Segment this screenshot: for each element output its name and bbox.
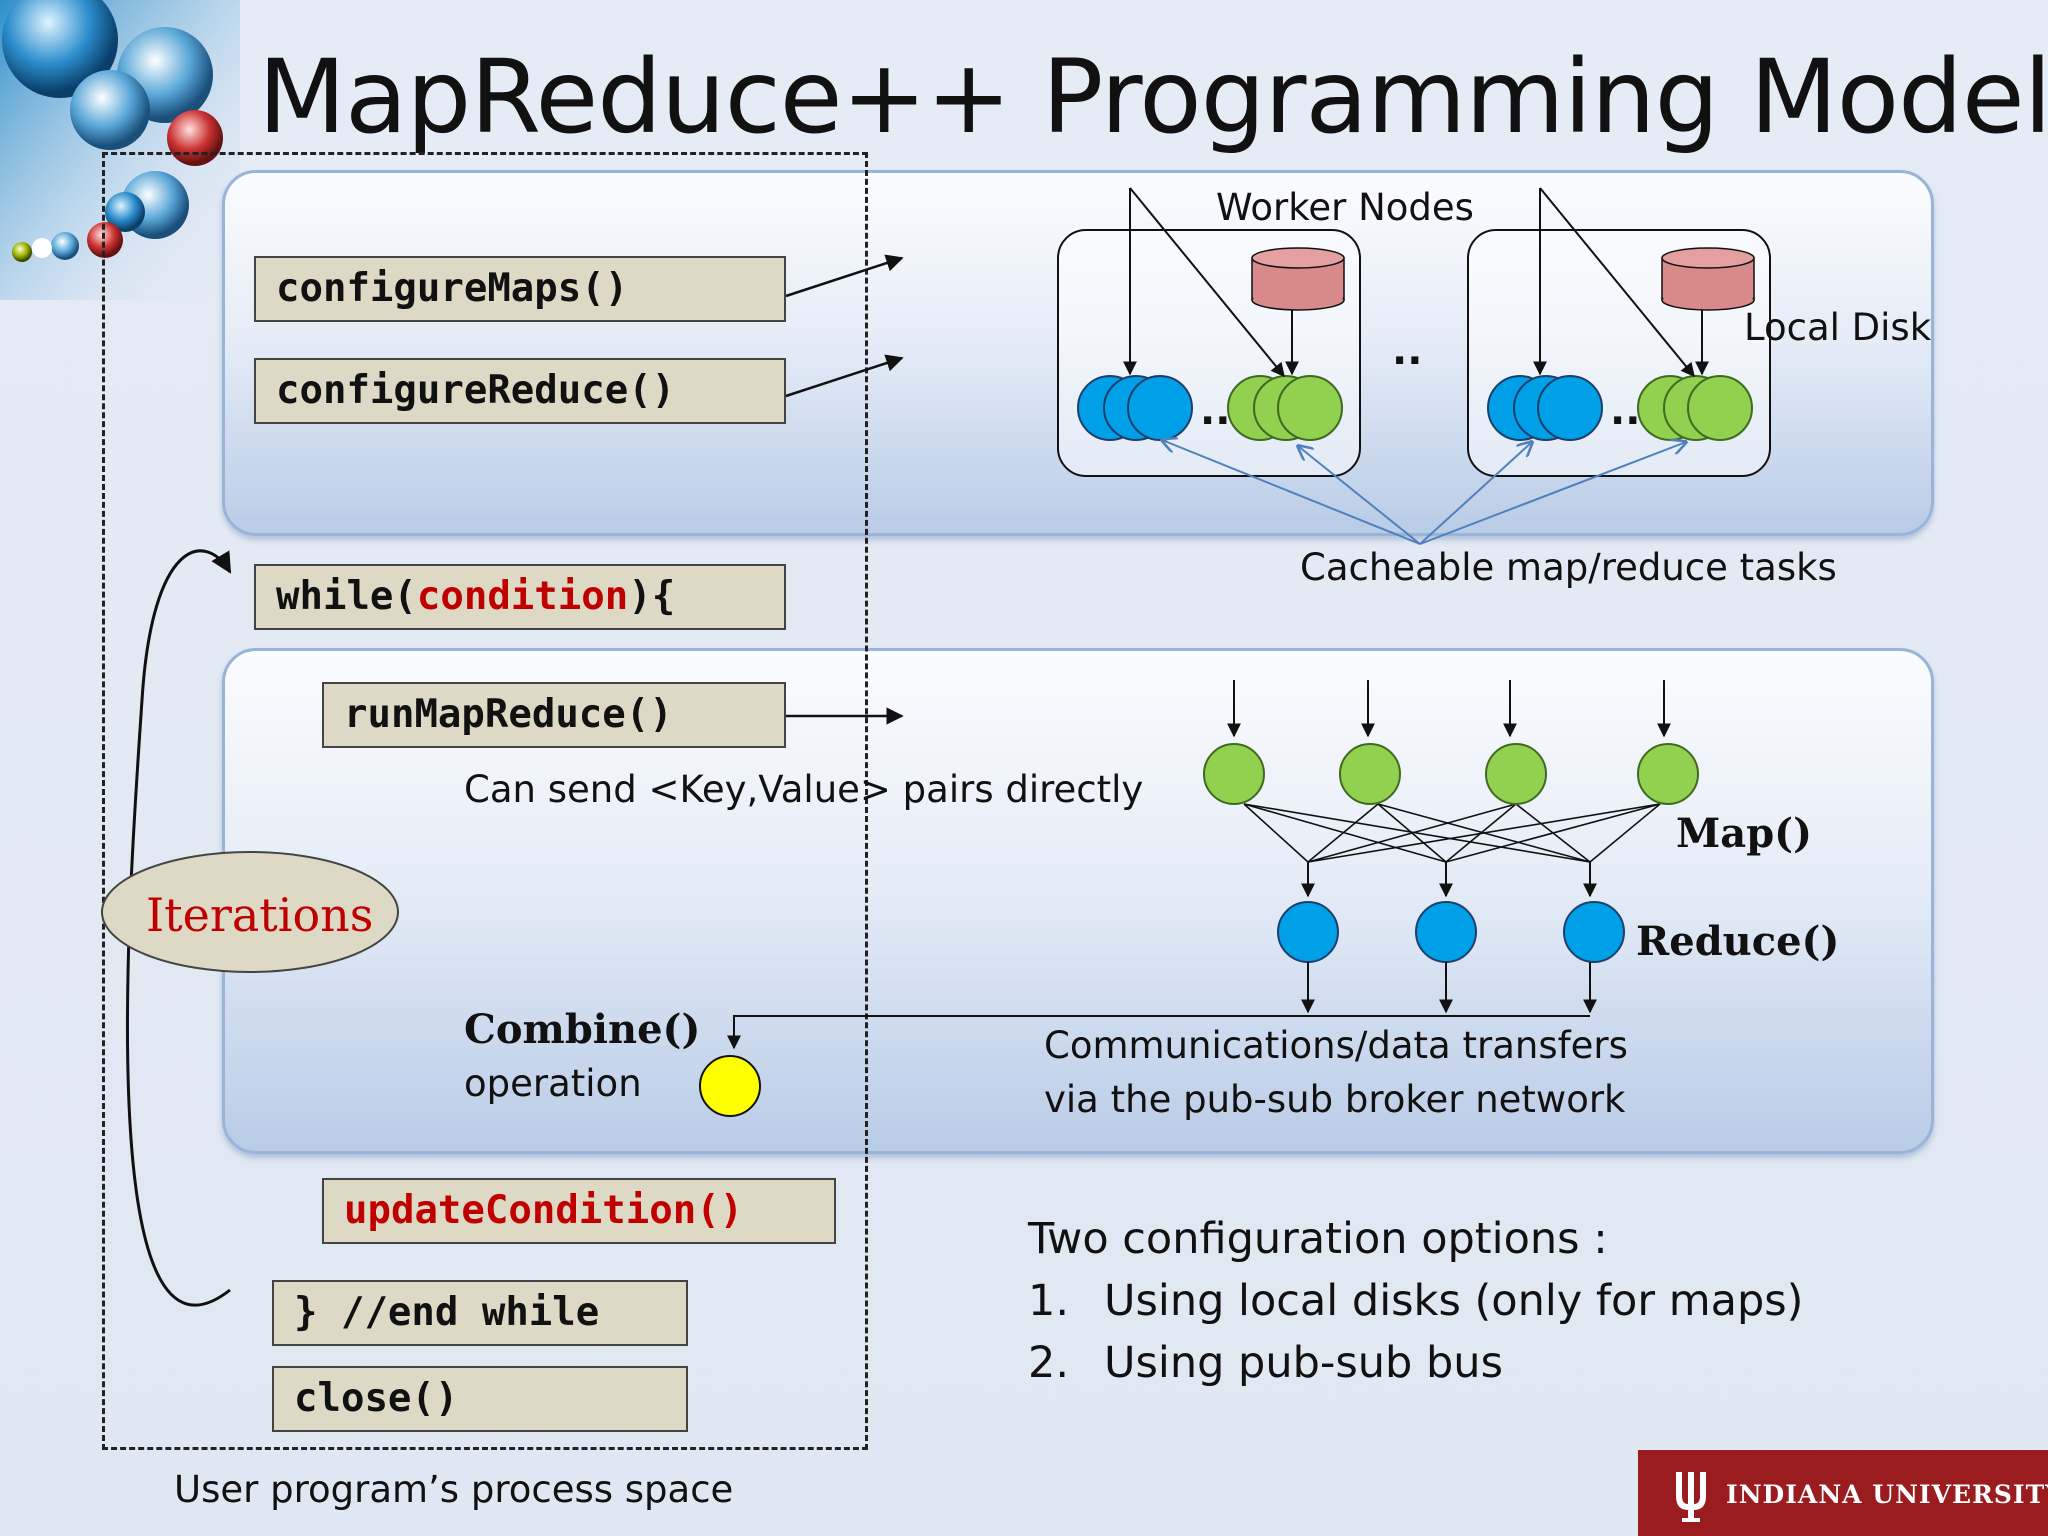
between-nodes-ellipsis: ..	[1392, 328, 1423, 374]
shuffle-edges	[1243, 803, 1661, 863]
combine-label: Combine()	[464, 1006, 701, 1053]
worker-nodes-label: Worker Nodes	[1216, 186, 1474, 229]
iteration-loop-arrow	[125, 549, 232, 1307]
node1-reduce-tasks	[1077, 375, 1193, 441]
process-space-boundary	[102, 152, 868, 1450]
iu-branding-bar	[1638, 1450, 2048, 1536]
reduce-output-arrows	[1301, 962, 1597, 1014]
node1-ellipsis: ..	[1200, 388, 1231, 434]
node1-map-tasks	[1227, 375, 1343, 441]
local-disk-2	[1661, 247, 1755, 311]
local-disk-label: Local Disk	[1744, 306, 1932, 349]
input-arrow	[1539, 187, 1695, 378]
map-label: Map()	[1676, 810, 1813, 857]
node2-ellipsis: ..	[1610, 388, 1641, 434]
configure-maps-arrow	[785, 254, 904, 298]
reduce-input-arrows	[1301, 862, 1597, 898]
while-brace: ){	[628, 574, 676, 619]
reduce-label: Reduce()	[1636, 918, 1840, 965]
option-item: 1. Using local disks (only for maps)	[1028, 1270, 1803, 1332]
end-while-block: } //end while	[272, 1280, 688, 1346]
slide-title: MapReduce++ Programming Model	[258, 38, 2048, 157]
cacheable-arrows	[1162, 440, 1686, 545]
configure-reduce-block: configureReduce()	[254, 358, 786, 424]
node2-reduce-tasks	[1487, 375, 1603, 441]
option-text: Using local disks (only for maps)	[1104, 1276, 1804, 1326]
decorative-globes	[0, 0, 240, 300]
run-mapreduce-block: runMapReduce()	[322, 682, 786, 748]
iu-trident-logo	[1676, 1472, 1706, 1522]
option-number: 2.	[1028, 1338, 1070, 1388]
comm-line-1: Communications/data transfers	[1044, 1024, 1628, 1067]
update-condition-block: updateCondition()	[322, 1178, 836, 1244]
while-condition: condition	[416, 574, 629, 619]
iu-wordmark: INDIANA UNIVERSITY	[1726, 1480, 2048, 1509]
combine-operation-label: operation	[464, 1062, 642, 1105]
reduce-nodes	[1277, 901, 1625, 963]
input-arrow	[1129, 187, 1285, 378]
cacheable-tasks-label: Cacheable map/reduce tasks	[1300, 546, 1837, 589]
combine-node	[699, 1055, 761, 1117]
send-pairs-label: Can send <Key,Value> pairs directly	[464, 768, 1144, 811]
option-text: Using pub-sub bus	[1104, 1338, 1503, 1388]
options-heading: Two configuration options :	[1028, 1214, 1608, 1264]
map-nodes	[1203, 743, 1699, 805]
option-number: 1.	[1028, 1276, 1070, 1326]
configure-reduce-arrow	[785, 354, 904, 398]
map-input-arrows	[1227, 680, 1671, 738]
iterations-ellipse	[101, 851, 399, 973]
while-keyword: while(	[276, 574, 417, 619]
process-space-label: User program’s process space	[174, 1468, 734, 1511]
close-block: close()	[272, 1366, 688, 1432]
local-disk-1	[1251, 247, 1345, 311]
comm-line-2: via the pub-sub broker network	[1044, 1078, 1626, 1121]
iterations-label: Iterations	[146, 888, 374, 942]
config-options: Two configuration options : 1. Using loca…	[1028, 1208, 1803, 1394]
option-item: 2. Using pub-sub bus	[1028, 1332, 1803, 1394]
while-block: while(condition){	[254, 564, 786, 630]
configure-maps-block: configureMaps()	[254, 256, 786, 322]
node2-map-tasks	[1637, 375, 1753, 441]
combine-feedback-arrow	[727, 1015, 1590, 1050]
